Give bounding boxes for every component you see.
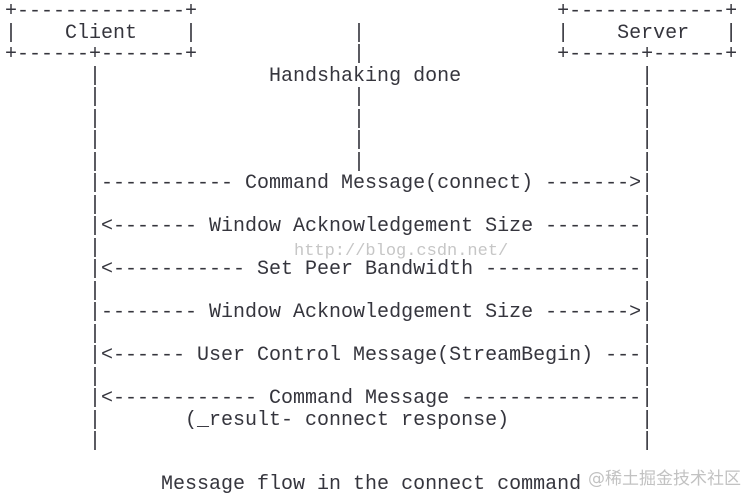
ascii-art-message-flow: +--------------+ +-------------+ | Clien… <box>5 0 738 496</box>
